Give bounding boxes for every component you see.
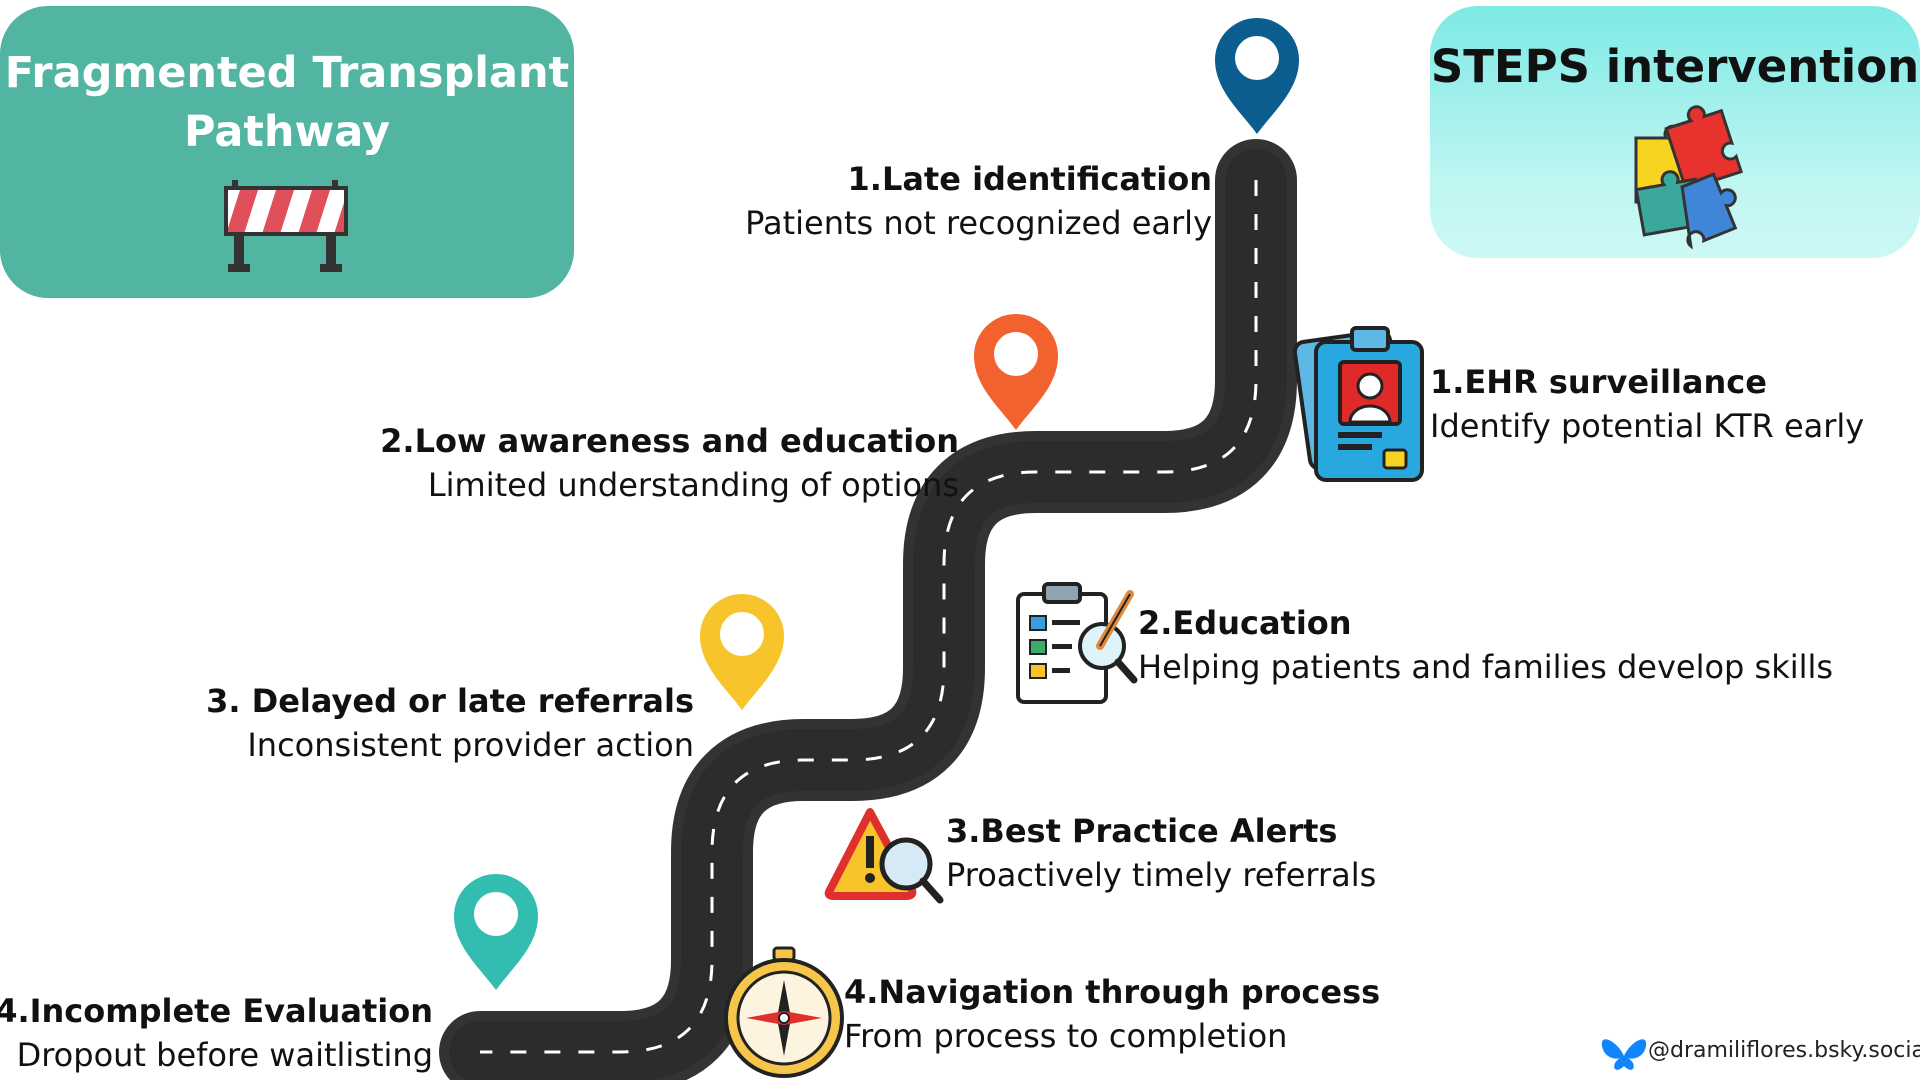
social-handle[interactable]: @dramiliflores.bsky.social — [1648, 1038, 1920, 1063]
steps-intervention-title: STEPS intervention — [1430, 40, 1920, 93]
clipboard-checklist-icon — [1016, 582, 1138, 704]
intervention-3-label: 3.Best Practice Alerts Proactively timel… — [946, 812, 1377, 894]
road-barrier-icon — [224, 180, 348, 272]
id-card-icon — [1292, 326, 1424, 482]
location-pin-icon — [700, 594, 784, 710]
fragmented-pathway-title: Fragmented Transplant Pathway — [4, 48, 570, 157]
fragmented-pathway-panel: Fragmented Transplant Pathway — [0, 6, 574, 298]
location-pin-icon — [1215, 18, 1299, 134]
compass-icon — [724, 946, 844, 1078]
warning-search-icon — [824, 808, 944, 904]
intervention-4-label: 4.Navigation through process From proces… — [844, 973, 1381, 1055]
intervention-2-label: 2.Education Helping patients and familie… — [1138, 604, 1834, 686]
winding-road — [437, 137, 1299, 1080]
location-pin-icon — [454, 874, 538, 990]
barrier-2-label: 2.Low awareness and education Limited un… — [380, 422, 959, 504]
steps-intervention-panel: STEPS intervention — [1430, 6, 1920, 258]
barrier-1-label: 1.Late identification Patients not recog… — [745, 160, 1212, 242]
puzzle-pieces-icon — [1634, 105, 1744, 250]
intervention-1-label: 1.EHR surveillance Identify potential KT… — [1430, 363, 1865, 445]
barrier-4-label: 4.Incomplete Evaluation Dropout before w… — [0, 992, 433, 1074]
barrier-3-label: 3. Delayed or late referrals Inconsisten… — [206, 682, 694, 764]
butterfly-icon — [1601, 1039, 1647, 1070]
location-pin-icon — [974, 314, 1058, 430]
